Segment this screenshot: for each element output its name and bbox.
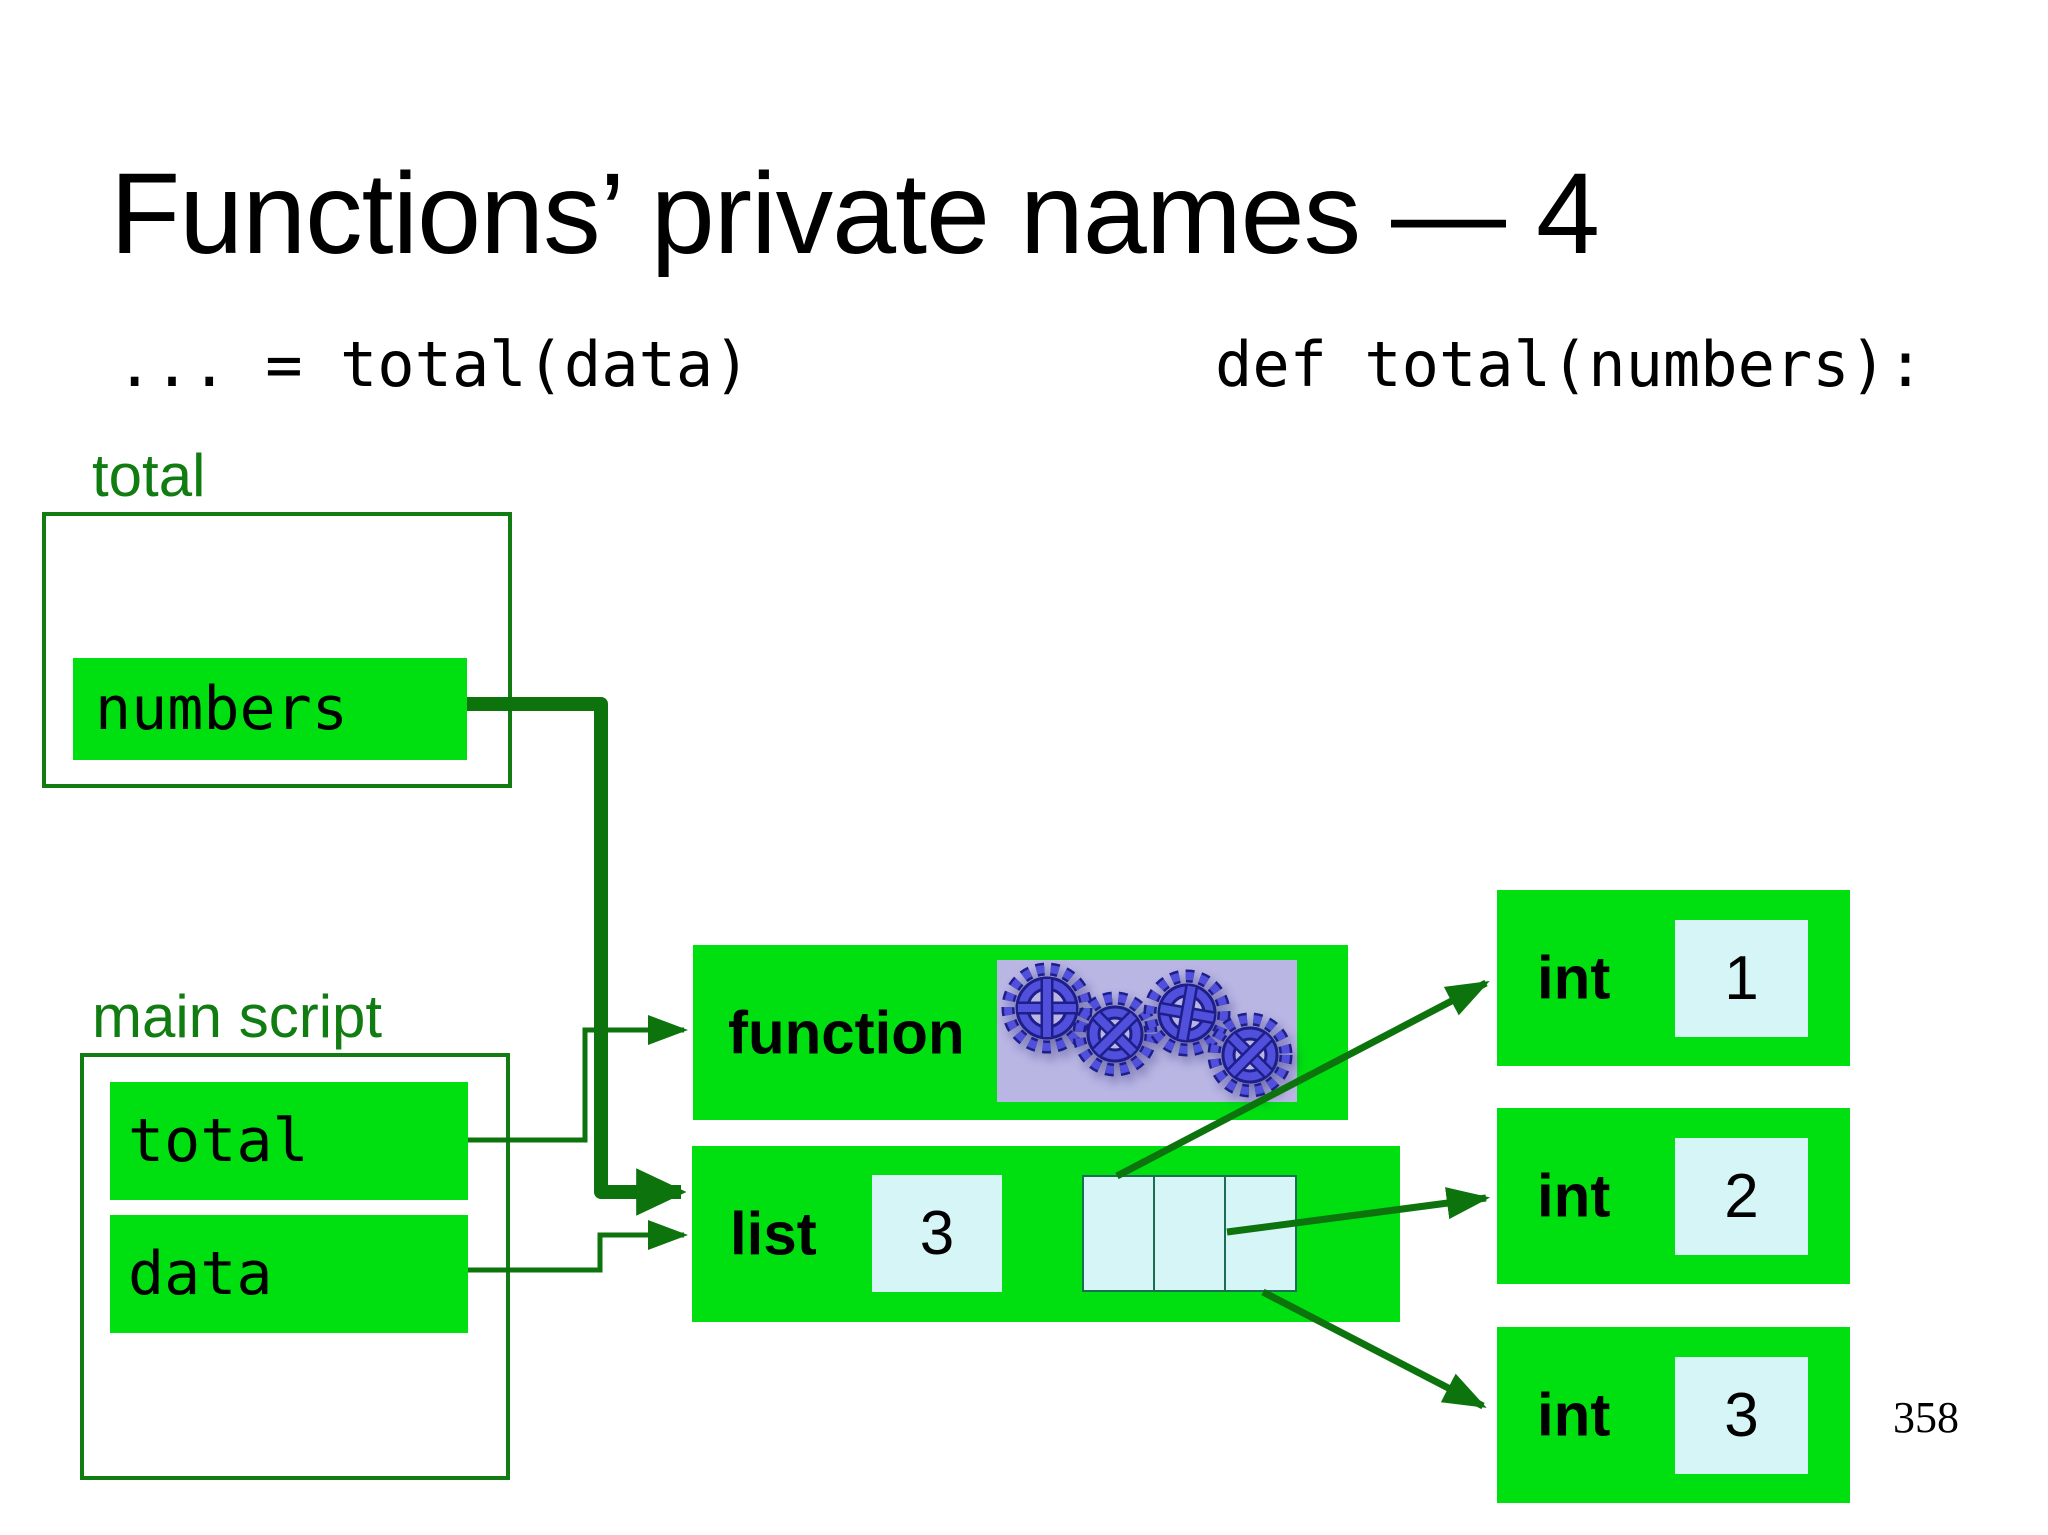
int-object-2-value: 2 <box>1724 1162 1759 1231</box>
list-object-label: list <box>730 1200 817 1268</box>
int-object-1: int 1 <box>1497 890 1850 1066</box>
gears-plate <box>997 960 1297 1102</box>
total-frame-label: total <box>92 442 206 509</box>
int-object-1-cell: 1 <box>1675 920 1808 1037</box>
int-object-2-label: int <box>1537 1162 1611 1230</box>
list-length-value: 3 <box>919 1199 955 1268</box>
list-slot-1 <box>1153 1175 1226 1292</box>
variable-total: total <box>110 1082 468 1200</box>
variable-numbers-label: numbers <box>95 674 348 744</box>
list-object: list 3 <box>692 1146 1400 1322</box>
variable-data-label: data <box>128 1239 273 1309</box>
variable-total-label: total <box>128 1106 309 1176</box>
int-object-1-label: int <box>1537 944 1611 1012</box>
list-slot-2 <box>1224 1175 1297 1292</box>
list-slot-0 <box>1082 1175 1155 1292</box>
function-object-label: function <box>728 999 965 1066</box>
list-slots <box>1082 1175 1297 1292</box>
int-object-3-value: 3 <box>1724 1381 1759 1450</box>
variable-data: data <box>110 1215 468 1333</box>
int-object-1-value: 1 <box>1724 944 1759 1013</box>
total-frame <box>42 512 512 788</box>
int-object-2-cell: 2 <box>1675 1138 1808 1255</box>
list-length-cell: 3 <box>872 1175 1002 1292</box>
main-script-frame-label: main script <box>92 983 383 1050</box>
code-call-snippet: ... = total(data) <box>116 328 751 401</box>
page-number: 358 <box>1893 1393 1959 1442</box>
variable-numbers: numbers <box>73 658 467 760</box>
int-object-3: int 3 <box>1497 1327 1850 1503</box>
code-def-snippet: def total(numbers): <box>1215 328 1925 401</box>
int-object-3-cell: 3 <box>1675 1357 1808 1474</box>
int-object-2: int 2 <box>1497 1108 1850 1284</box>
function-object: function <box>693 945 1348 1120</box>
page-title: Functions’ private names — 4 <box>110 150 1600 278</box>
int-object-3-label: int <box>1537 1381 1611 1449</box>
